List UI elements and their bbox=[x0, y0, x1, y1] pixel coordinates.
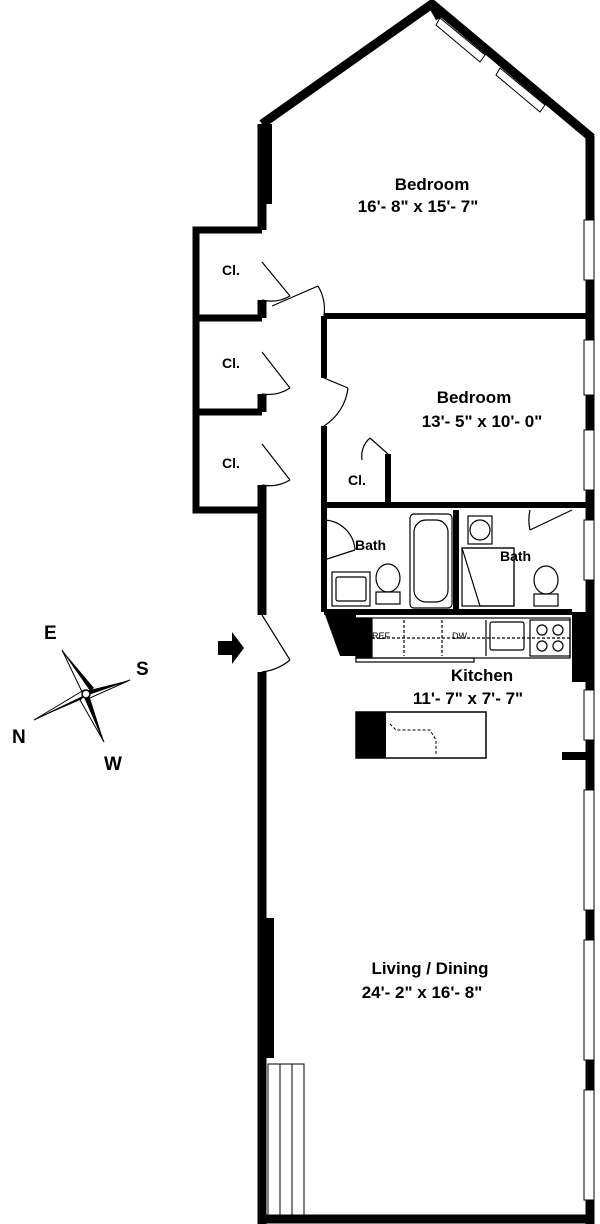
windows-right bbox=[583, 219, 595, 1201]
compass-south: S bbox=[136, 659, 149, 680]
closet-label: Cl. bbox=[222, 262, 240, 278]
closet-walls bbox=[192, 226, 262, 514]
living-name: Living / Dining bbox=[371, 959, 488, 978]
closet-label: Cl. bbox=[222, 455, 240, 471]
compass-east: E bbox=[44, 623, 57, 644]
kitchen-counter bbox=[355, 617, 571, 663]
windows-roof bbox=[435, 17, 546, 113]
closet-doors bbox=[261, 261, 291, 487]
compass-west: W bbox=[104, 754, 122, 775]
bedroom2-dims: 13'- 5" x 10'- 0" bbox=[422, 412, 543, 431]
compass-north: N bbox=[12, 727, 26, 748]
compass-rose bbox=[33, 649, 131, 743]
living-dims: 24'- 2" x 16'- 8" bbox=[362, 983, 483, 1002]
dw-label: DW bbox=[452, 631, 467, 641]
door-swings bbox=[261, 285, 573, 673]
interior-walls bbox=[321, 313, 590, 615]
kitchen-dims: 11'- 7" x 7'- 7" bbox=[413, 689, 523, 708]
ref-label: REF bbox=[372, 631, 391, 641]
pilaster bbox=[258, 124, 272, 204]
entry-arrow-icon bbox=[218, 632, 244, 664]
pilaster bbox=[258, 918, 274, 1058]
bath-label: Bath bbox=[500, 548, 531, 564]
kitchen-wall-block bbox=[324, 612, 356, 656]
bath-label: Bath bbox=[355, 537, 386, 553]
closet-label: Cl. bbox=[222, 355, 240, 371]
bedroom1-name: Bedroom bbox=[395, 175, 470, 194]
closet-label: Cl. bbox=[348, 472, 366, 488]
bedroom1-dims: 16'- 8" x 15'- 7" bbox=[358, 197, 479, 216]
bath-fixtures bbox=[331, 513, 559, 609]
pilaster bbox=[572, 612, 590, 682]
bedroom2-name: Bedroom bbox=[437, 388, 512, 407]
kitchen-name: Kitchen bbox=[451, 666, 513, 685]
living-window bbox=[267, 1063, 305, 1223]
